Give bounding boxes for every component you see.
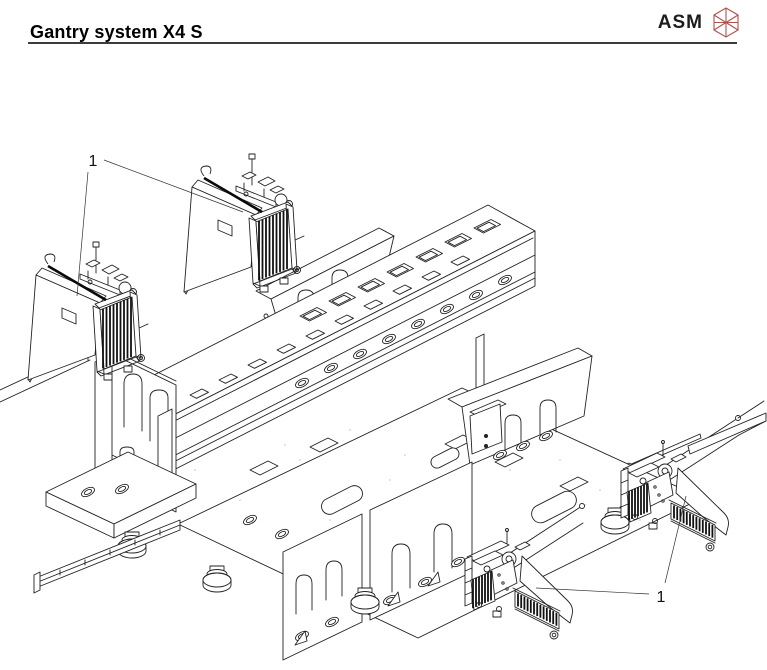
technical-drawing: 1 1 — [0, 152, 767, 661]
page-title: Gantry system X4 S — [30, 22, 203, 42]
figure-container: 1 1 — [0, 46, 767, 670]
brand-logo: ASM — [658, 6, 742, 40]
leader-line — [664, 495, 687, 584]
left-support-pillar — [45, 349, 197, 559]
gantry-head-rear-left — [182, 152, 306, 296]
leader-line — [103, 159, 244, 213]
bottom-left-rail — [33, 519, 181, 594]
brand-name: ASM — [657, 12, 703, 33]
leader-line — [535, 587, 650, 595]
right-support-tower — [447, 333, 593, 466]
callout-top: 1 — [76, 153, 244, 297]
front-skirt-plates — [282, 461, 473, 661]
right-offcanvas-rods — [687, 400, 767, 455]
callout-bottom: 1 — [535, 495, 687, 606]
hexagon-gem-icon — [713, 7, 739, 38]
leader-line — [76, 171, 89, 297]
title-underline — [28, 42, 737, 44]
callout-label-1: 1 — [89, 153, 98, 170]
callout-label-2: 1 — [657, 589, 666, 606]
